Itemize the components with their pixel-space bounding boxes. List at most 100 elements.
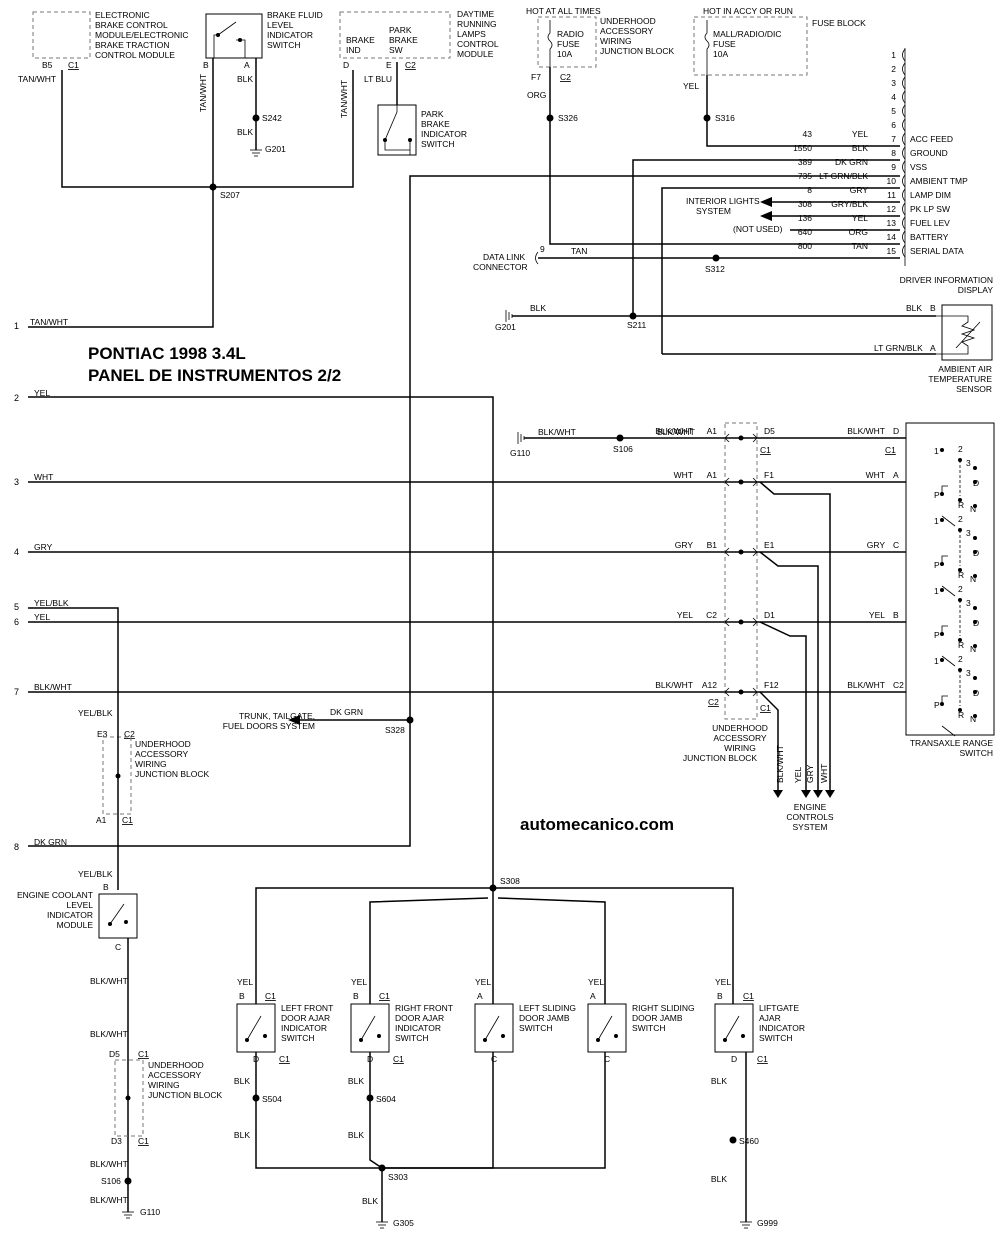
ground-g110-top-icon: [517, 432, 525, 444]
svg-text:WIRING: WIRING: [148, 1080, 180, 1090]
door-wire-out: BLK: [711, 1076, 727, 1086]
jb-left-box: [102, 736, 132, 815]
svg-text:BRAKE: BRAKE: [421, 119, 450, 129]
transaxle-wiper: [941, 655, 956, 667]
door-splice-label: S604: [376, 1094, 396, 1104]
jb-middle-box: [724, 422, 758, 720]
door-switch-contact: [614, 1034, 618, 1038]
dic-pin-notch: [902, 118, 906, 132]
jb-right-pin: F12: [764, 680, 779, 690]
svg-text:ACCESSORY: ACCESSORY: [148, 1070, 202, 1080]
drl-wire-e: LT BLU: [364, 74, 392, 84]
door-switch-box: [474, 1003, 514, 1053]
dic-circuit-number: 800: [798, 241, 812, 251]
door-ground-bus: [255, 1052, 747, 1222]
jb-bottom-box: [114, 1059, 144, 1137]
svg-text:SW: SW: [389, 45, 403, 55]
svg-text:TRUNK, TAILGATE,: TRUNK, TAILGATE,: [239, 711, 315, 721]
transaxle-pin: A: [893, 470, 899, 480]
svg-text:UNDERHOOD: UNDERHOOD: [600, 16, 656, 26]
dic-pin-function: PK LP SW: [910, 204, 950, 214]
brake-fluid-switch-box: [205, 13, 263, 59]
door-switch-box: [714, 1003, 754, 1053]
svg-text:WIRING: WIRING: [135, 759, 167, 769]
transaxle-link: [941, 485, 948, 494]
left-pin-8-color: DK GRN: [34, 837, 67, 847]
dic-wire-color: ORG: [849, 227, 868, 237]
splice-s106-bottom: [124, 1177, 132, 1185]
transaxle-position-label: 1: [934, 516, 939, 526]
svg-text:MODULE/ELECTRONIC: MODULE/ELECTRONIC: [95, 30, 189, 40]
dic-pin-notch: [902, 76, 906, 90]
splice-s303: [378, 1164, 386, 1172]
svg-text:10A: 10A: [713, 49, 728, 59]
door-wire-in: YEL: [715, 977, 731, 987]
transaxle-position-label: P: [934, 700, 940, 710]
jb-bottom-wire: BLK/WHT: [90, 1159, 128, 1169]
door-switch-blade: [597, 1015, 613, 1041]
radio-fuse-header: HOT AT ALL TIMES: [526, 6, 601, 16]
transaxle-wire-color: BLK/WHT: [847, 680, 885, 690]
door-switch-label: INDICATOR: [759, 1023, 805, 1033]
dic-pin-number: 3: [891, 78, 896, 88]
brake-fluid-wire-a1: BLK: [237, 74, 253, 84]
interior-lights-label: INTERIOR LIGHTS SYSTEM: [686, 196, 760, 216]
radio-fuse-pin: F7: [531, 72, 541, 82]
jb-terminal-left: [724, 547, 730, 557]
svg-text:ACCESSORY: ACCESSORY: [600, 26, 654, 36]
g110-wire-2: BLK/WHT: [657, 427, 695, 437]
dic-circuit-number: 640: [798, 227, 812, 237]
fuse-block-label: FUSE BLOCK: [812, 18, 866, 28]
door-switch-label: RIGHT SLIDING: [632, 1003, 695, 1013]
door-wire-out: BLK: [234, 1076, 250, 1086]
svg-text:MALL/RADIO/DIC: MALL/RADIO/DIC: [713, 29, 782, 39]
radio-fuse-label: RADIO FUSE 10A: [557, 29, 584, 59]
ambient-wire-b: BLK: [906, 303, 922, 313]
park-brake-switch-symbol: [383, 105, 412, 155]
jb-terminal-left: [724, 433, 730, 443]
transaxle-position-label: P: [934, 490, 940, 500]
ground-g201-mid-label: G201: [495, 322, 516, 332]
diagram-title-line1: PONTIAC 1998 3.4L: [88, 344, 246, 363]
park-brake-label: PARK BRAKE INDICATOR SWITCH: [421, 109, 467, 149]
dic-pin-notch: [902, 104, 906, 118]
door-wire-out2: BLK: [348, 1130, 364, 1140]
brake-fluid-wire-a2: BLK: [237, 127, 253, 137]
door-switch-blade: [360, 1015, 376, 1041]
dic-pin-function: GROUND: [910, 148, 948, 158]
coolant-switch-symbol: [108, 903, 128, 926]
ebcm-wire-color: TAN/WHT: [18, 74, 56, 84]
left-pin-1: 1: [14, 321, 19, 331]
radio-fuse-block-label: UNDERHOOD ACCESSORY WIRING JUNCTION BLOC…: [600, 16, 674, 56]
splice-s316-label: S316: [715, 113, 735, 123]
mall-fuse-header: HOT IN ACCY OR RUN: [703, 6, 793, 16]
ground-g999-icon: [740, 1221, 752, 1229]
jb-terminal-left: [724, 617, 730, 627]
door-switch-contact: [741, 1034, 745, 1038]
door-switch-contact: [596, 1038, 600, 1042]
splice-s242: [252, 114, 260, 122]
left-pin-6-color: YEL: [34, 612, 50, 622]
door-switch-label: INDICATOR: [281, 1023, 327, 1033]
transaxle-contact: [973, 714, 977, 718]
transaxle-pin: C2: [893, 680, 904, 690]
ambient-pin-b: B: [930, 303, 936, 313]
transaxle-contact: [940, 588, 944, 592]
ground-g999-label: G999: [757, 1218, 778, 1228]
door-switch-box: [236, 1003, 276, 1053]
dic-wire-color: GRY/BLK: [831, 199, 868, 209]
door-pin-in: B: [717, 991, 723, 1001]
splice-s308-label: S308: [500, 876, 520, 886]
door-switch-label: SWITCH: [632, 1023, 666, 1033]
left-pin-1-color: TAN/WHT: [30, 317, 68, 327]
coolant-label: ENGINE COOLANT LEVEL INDICATOR MODULE: [17, 890, 93, 930]
door-switch-contact: [501, 1034, 505, 1038]
transaxle-contact: [958, 638, 962, 642]
dic-pin-function: ACC FEED: [910, 134, 953, 144]
door-pin-in: A: [477, 991, 483, 1001]
interior-lights-arrow-1: [760, 197, 772, 207]
jb-left-wire: BLK/WHT: [655, 680, 693, 690]
left-pin-3: 3: [14, 477, 19, 487]
transaxle-contact: [958, 498, 962, 502]
